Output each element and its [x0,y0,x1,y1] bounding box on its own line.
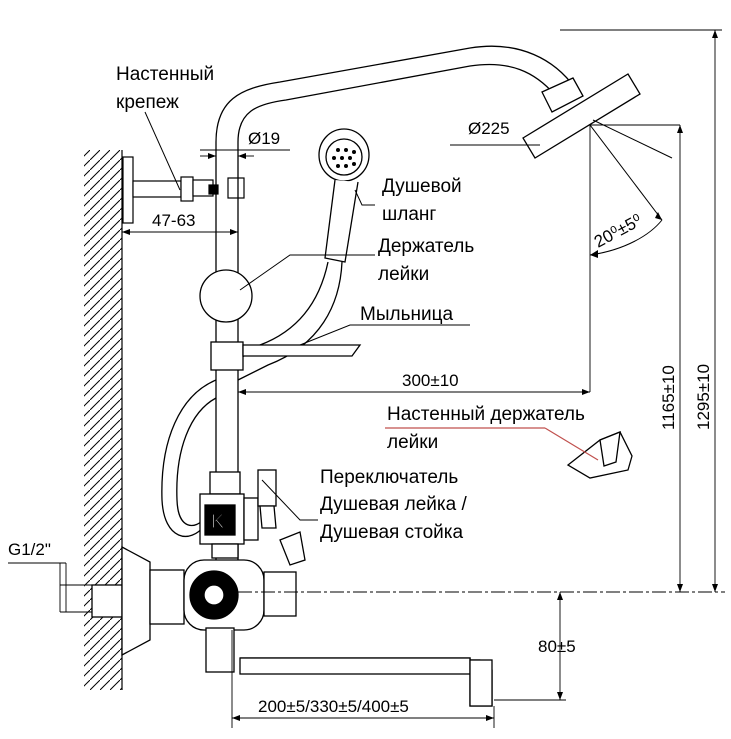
dimension-lines [8,29,725,728]
svg-text:K: K [211,511,225,533]
label-wall-mount: Настенный [116,64,214,85]
dim-height-rail: 1165±10 [659,365,678,430]
accent-leader [544,427,599,461]
dim-thread: G1/2" [8,540,51,559]
shower-head-nozzles [332,148,356,168]
label-wall-handset-holder-2: лейки [387,432,438,453]
leader-lines [144,111,540,521]
spray-angle [589,119,673,256]
mixer-body [91,531,306,673]
dim-spout-height: 80±5 [538,637,576,656]
dim-spout-length: 200±5/330±5/400±5 [258,697,409,716]
dim-head-diameter: Ø225 [468,119,510,138]
label-handset-holder-2: лейки [378,264,429,285]
shower-rail [215,45,576,560]
hand-shower [318,128,370,263]
label-soap-dish: Мыльница [360,304,453,325]
soap-dish [210,341,362,371]
handset-holder [199,269,253,323]
diverter-switch: K [199,469,277,559]
dim-wall-offset: 47-63 [152,211,195,230]
wall-mount-bracket [122,156,245,224]
label-handset-holder: Держатель [378,236,474,257]
dim-head-angle: 20⁰±5⁰ [591,211,645,252]
label-shower-hose-2: шланг [382,204,436,225]
label-switch: Переключатель [320,467,458,488]
wall-handset-holder [566,430,633,479]
rain-shower-head [522,73,641,159]
label-wall-handset-holder: Настенный держатель [387,404,585,425]
label-switch-2: Душевая лейка / [320,494,467,515]
dimension-arrows [122,30,718,721]
dim-pipe-diameter: Ø19 [248,129,280,148]
label-switch-3: Душевая стойка [320,522,464,543]
label-shower-hose: Душевой [382,176,462,197]
dim-height-total: 1295±10 [694,364,713,430]
spout [239,657,493,707]
shower-hose [161,261,343,538]
dim-reach: 300±10 [402,371,459,390]
label-wall-mount-2: крепеж [116,92,179,113]
